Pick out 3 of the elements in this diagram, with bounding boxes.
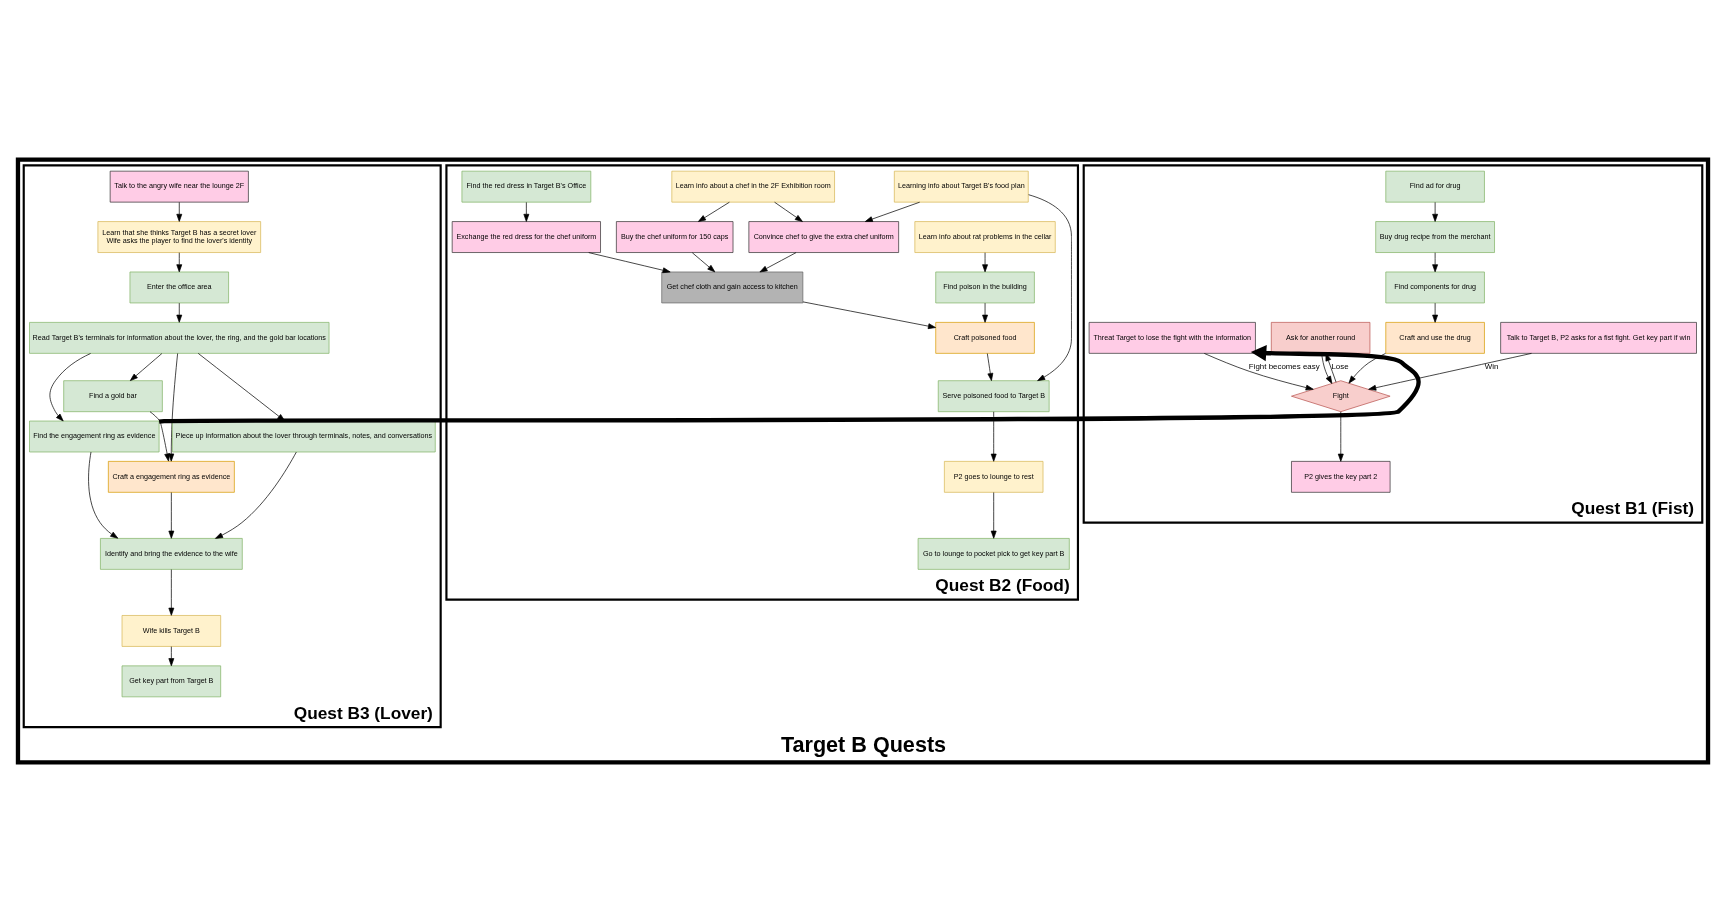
edge-label: Win [1484, 361, 1499, 371]
edge-label: Fight becomes easy [1248, 361, 1320, 371]
edge-label: Lose [1331, 361, 1349, 371]
